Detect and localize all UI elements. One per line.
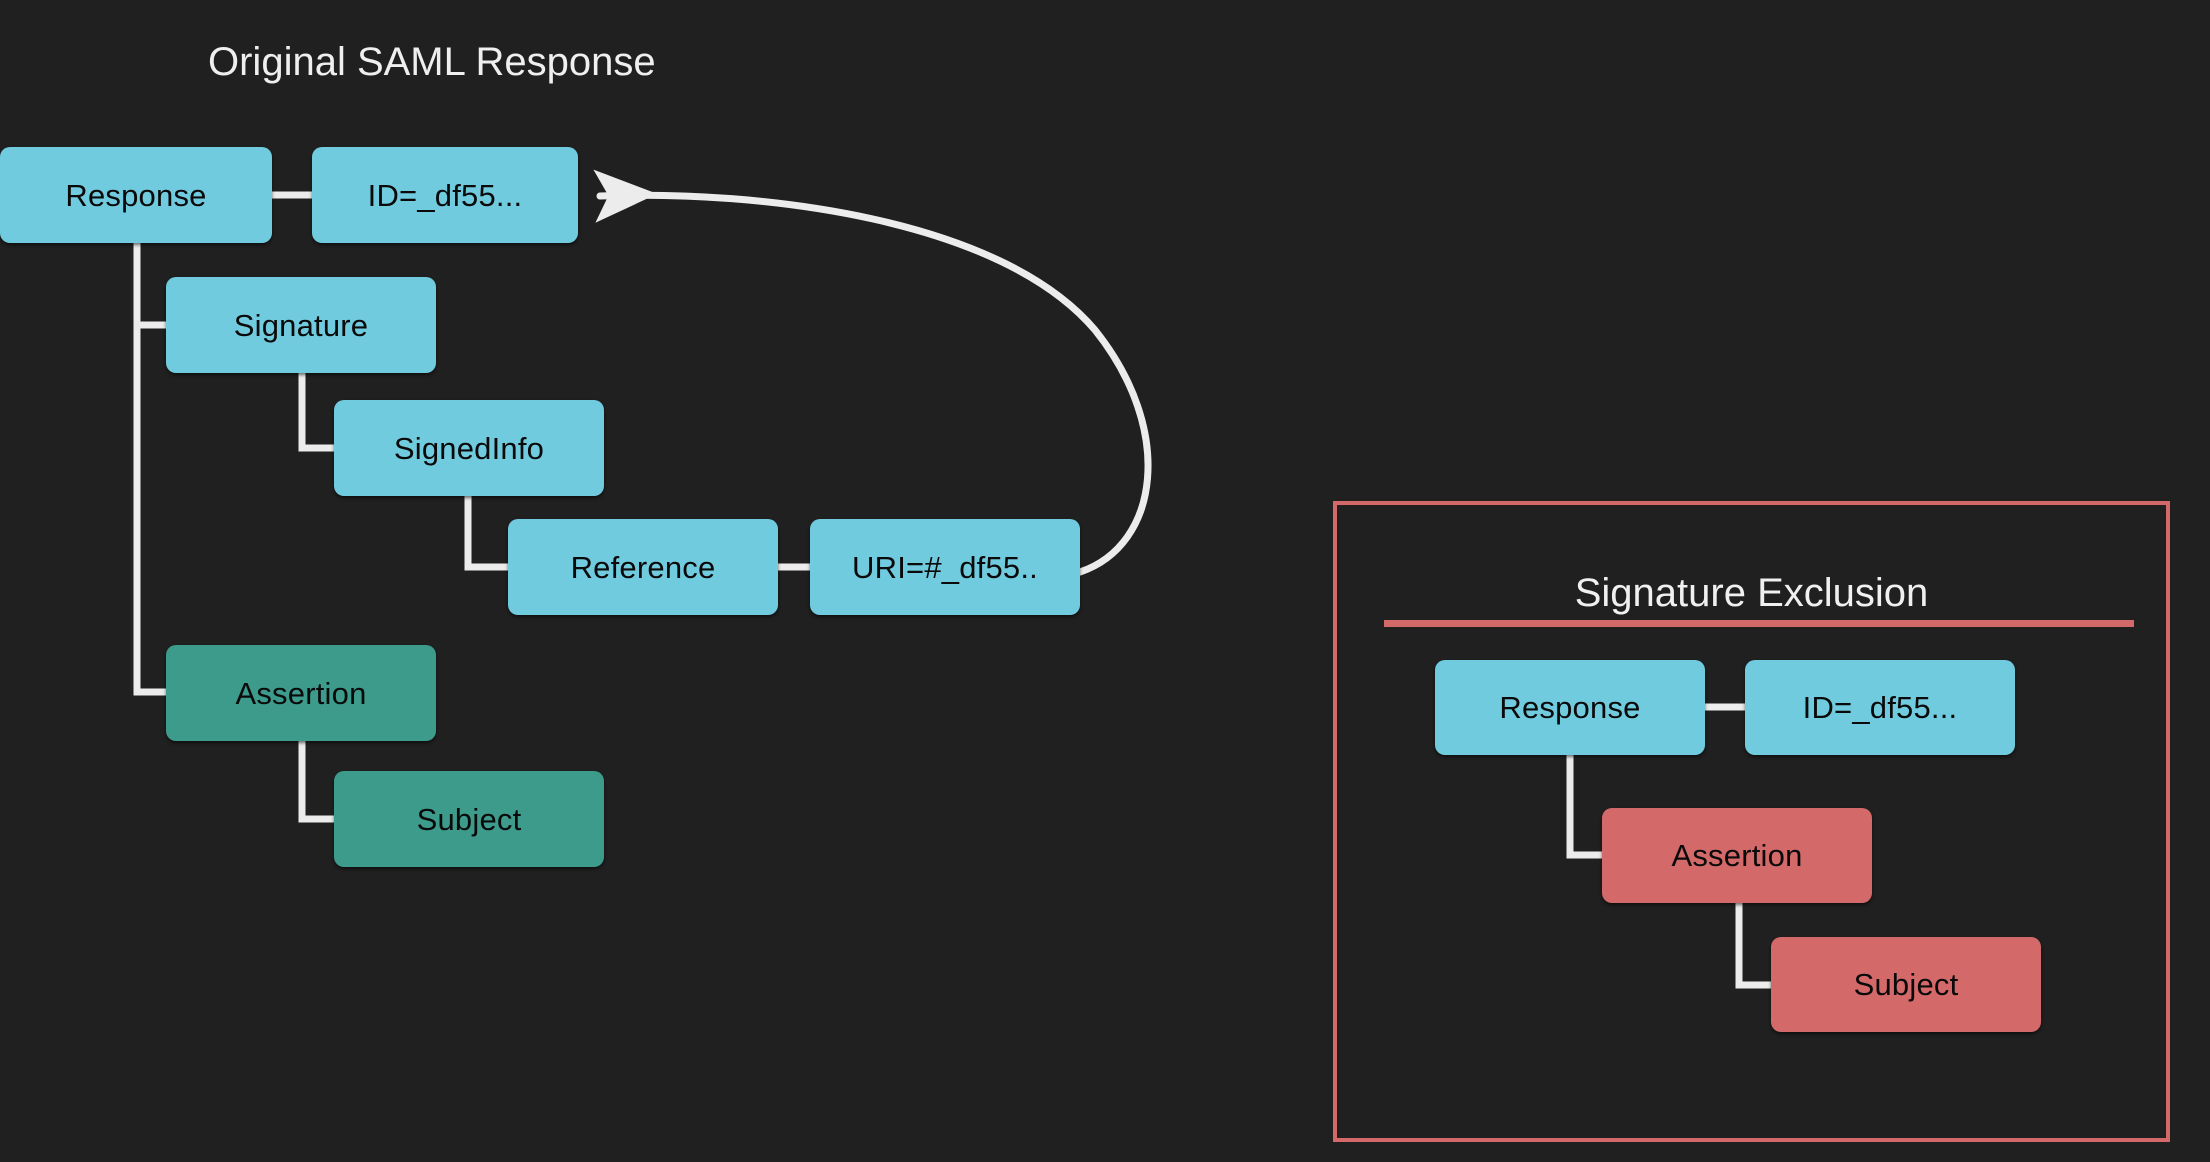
- panel-node-subject[interactable]: Subject: [1771, 937, 2041, 1032]
- signature-exclusion-title: Signature Exclusion: [1574, 571, 1929, 615]
- node-reference-uri-attribute[interactable]: URI=#_df55..: [810, 519, 1080, 615]
- edge-assertion-subject: [298, 741, 334, 823]
- panel-node-response-id-attribute[interactable]: ID=_df55...: [1745, 660, 2015, 755]
- node-assertion[interactable]: Assertion: [166, 645, 436, 741]
- edge-response-assertion: [133, 243, 166, 696]
- edge-uri-to-id-reference-arrow: [593, 169, 1152, 576]
- edge-signedinfo-reference: [464, 496, 508, 571]
- node-reference[interactable]: Reference: [508, 519, 778, 615]
- panel-node-response[interactable]: Response: [1435, 660, 1705, 755]
- panel-title-divider: [1384, 620, 2134, 627]
- node-signedinfo[interactable]: SignedInfo: [334, 400, 604, 496]
- panel-node-assertion[interactable]: Assertion: [1602, 808, 1872, 903]
- node-response-id-attribute[interactable]: ID=_df55...: [312, 147, 578, 243]
- node-response[interactable]: Response: [0, 147, 272, 243]
- node-subject[interactable]: Subject: [334, 771, 604, 867]
- edge-response-signature: [133, 243, 166, 329]
- signature-exclusion-panel: Signature Exclusion: [1333, 501, 2170, 1142]
- edge-signature-signedinfo: [298, 373, 334, 452]
- left-diagram-title: Original SAML Response: [208, 40, 656, 84]
- node-signature[interactable]: Signature: [166, 277, 436, 373]
